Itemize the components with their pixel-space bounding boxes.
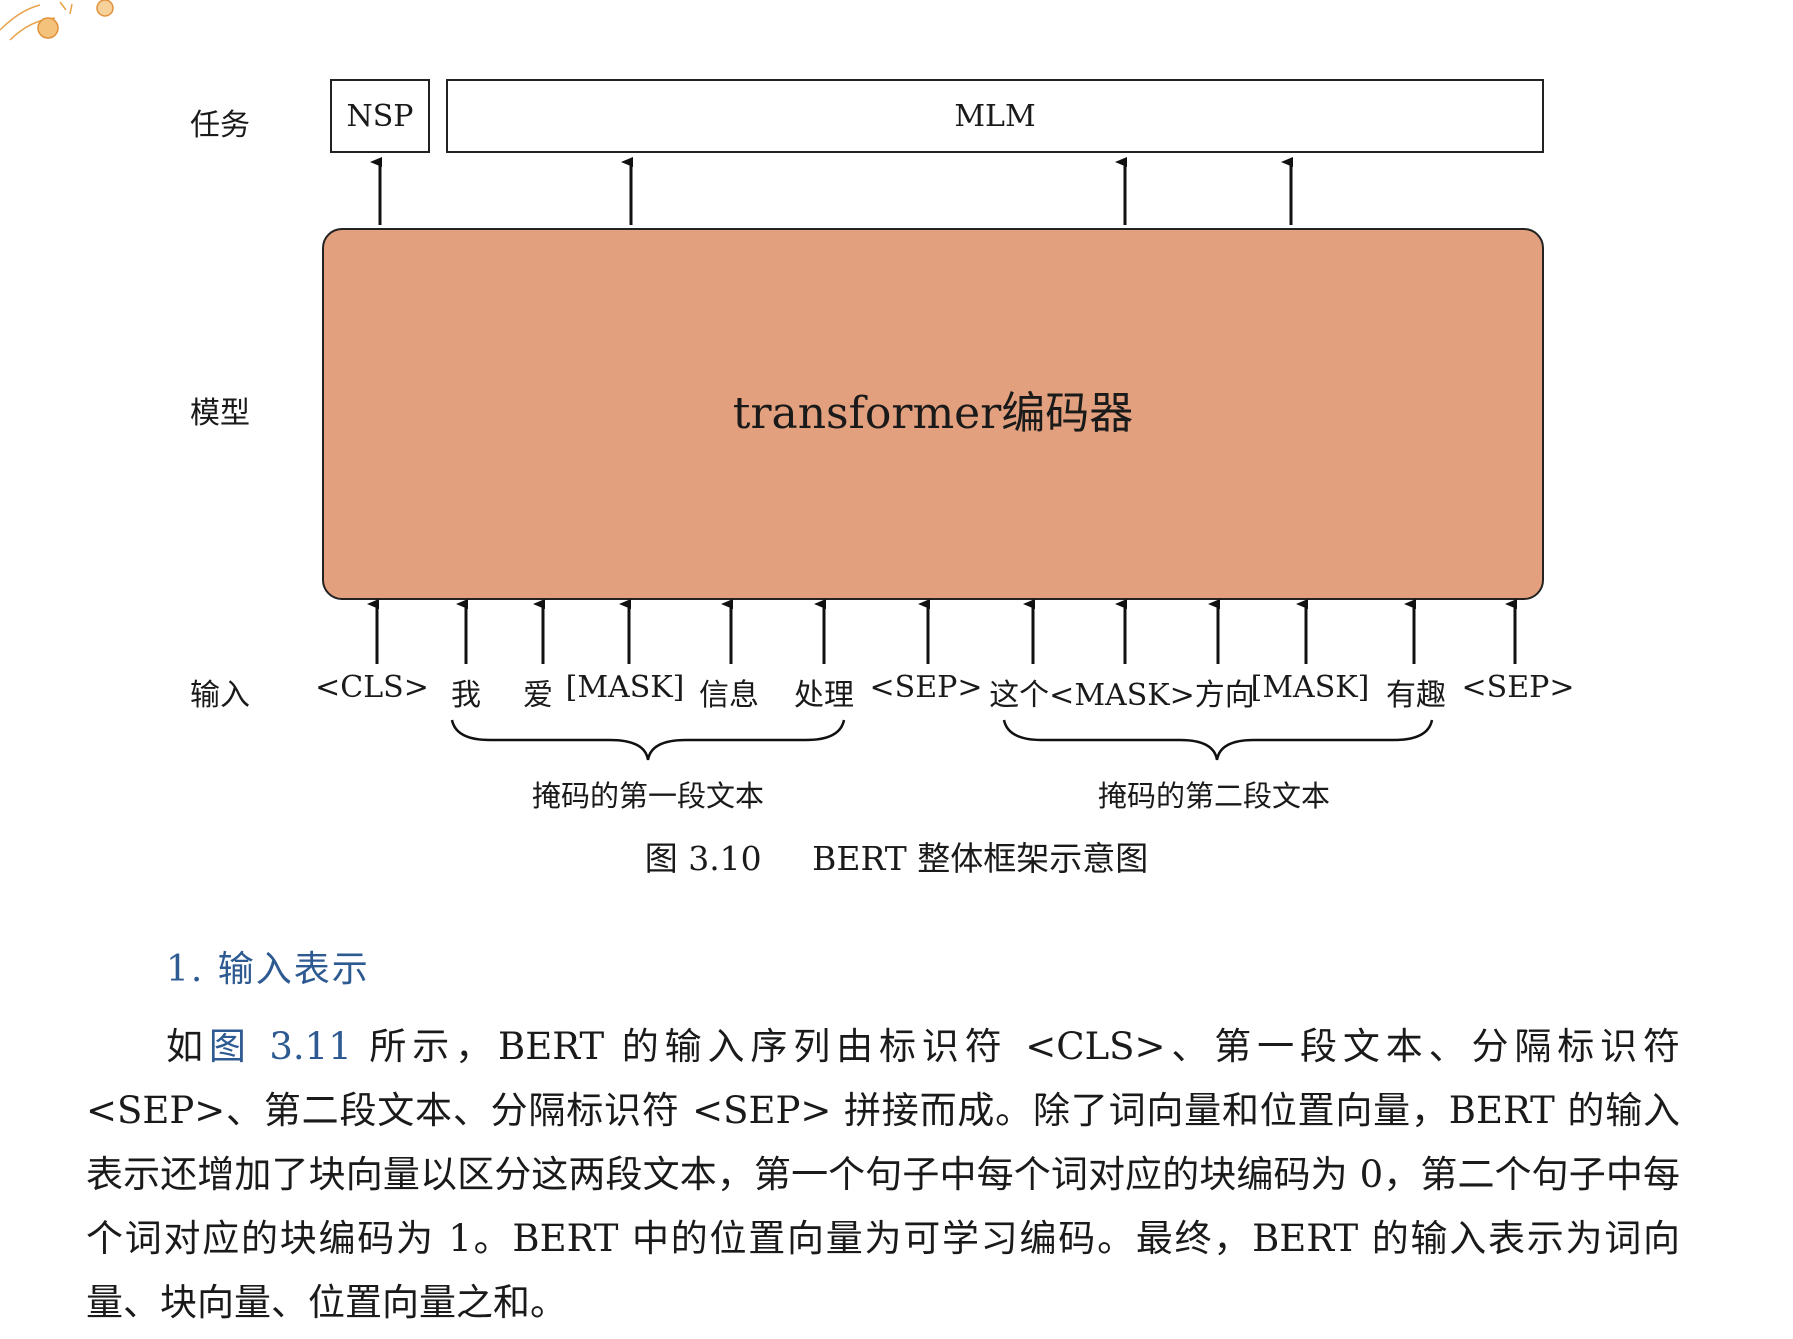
model-label: transformer编码器	[732, 388, 1134, 439]
input-token: 信息	[699, 678, 759, 713]
mlm-task-box: MLM	[446, 79, 1544, 153]
input-token: 处理	[794, 678, 854, 713]
body-paragraph: 如图 3.11 所示，BERT 的输入序列由标识符 <CLS>、第一段文本、分隔…	[86, 1015, 1680, 1335]
section-heading: 1. 输入表示	[166, 949, 370, 990]
input-token: <CLS>	[315, 670, 429, 705]
para-rest: 所示，BERT 的输入序列由标识符 <CLS>、第一段文本、分隔标识符 <SEP…	[86, 1025, 1680, 1324]
row-label-model: 模型	[190, 396, 250, 431]
para-lead: 如	[166, 1025, 209, 1068]
figure-reference-link[interactable]: 图 3.11	[208, 1025, 352, 1068]
input-token: 这个<MASK>方向	[989, 678, 1255, 713]
caption-number: 图 3.10	[644, 839, 762, 878]
transformer-encoder-box: transformer编码器	[322, 228, 1544, 600]
input-token: <SEP>	[869, 670, 983, 705]
corner-ornament	[0, 0, 114, 41]
nsp-task-box: NSP	[330, 79, 430, 153]
row-label-task: 任务	[190, 108, 250, 143]
input-token: [MASK]	[565, 670, 685, 705]
input-token: 有趣	[1386, 678, 1446, 713]
caption-text: BERT 整体框架示意图	[812, 839, 1149, 878]
input-token: 我	[451, 678, 481, 713]
diagram-arrows	[367, 157, 1517, 761]
row-label-input: 输入	[190, 678, 250, 713]
mlm-label: MLM	[954, 98, 1036, 134]
nsp-label: NSP	[346, 98, 414, 134]
figure-caption: 图 3.10 BERT 整体框架示意图	[0, 832, 1793, 880]
input-token: [MASK]	[1250, 670, 1370, 705]
brace-second	[1002, 719, 1434, 761]
brace-label-first: 掩码的第一段文本	[531, 779, 765, 813]
brace-label-second: 掩码的第二段文本	[1097, 779, 1331, 813]
input-token: <SEP>	[1461, 670, 1575, 705]
brace-first	[450, 719, 846, 761]
input-token: 爱	[523, 678, 553, 713]
